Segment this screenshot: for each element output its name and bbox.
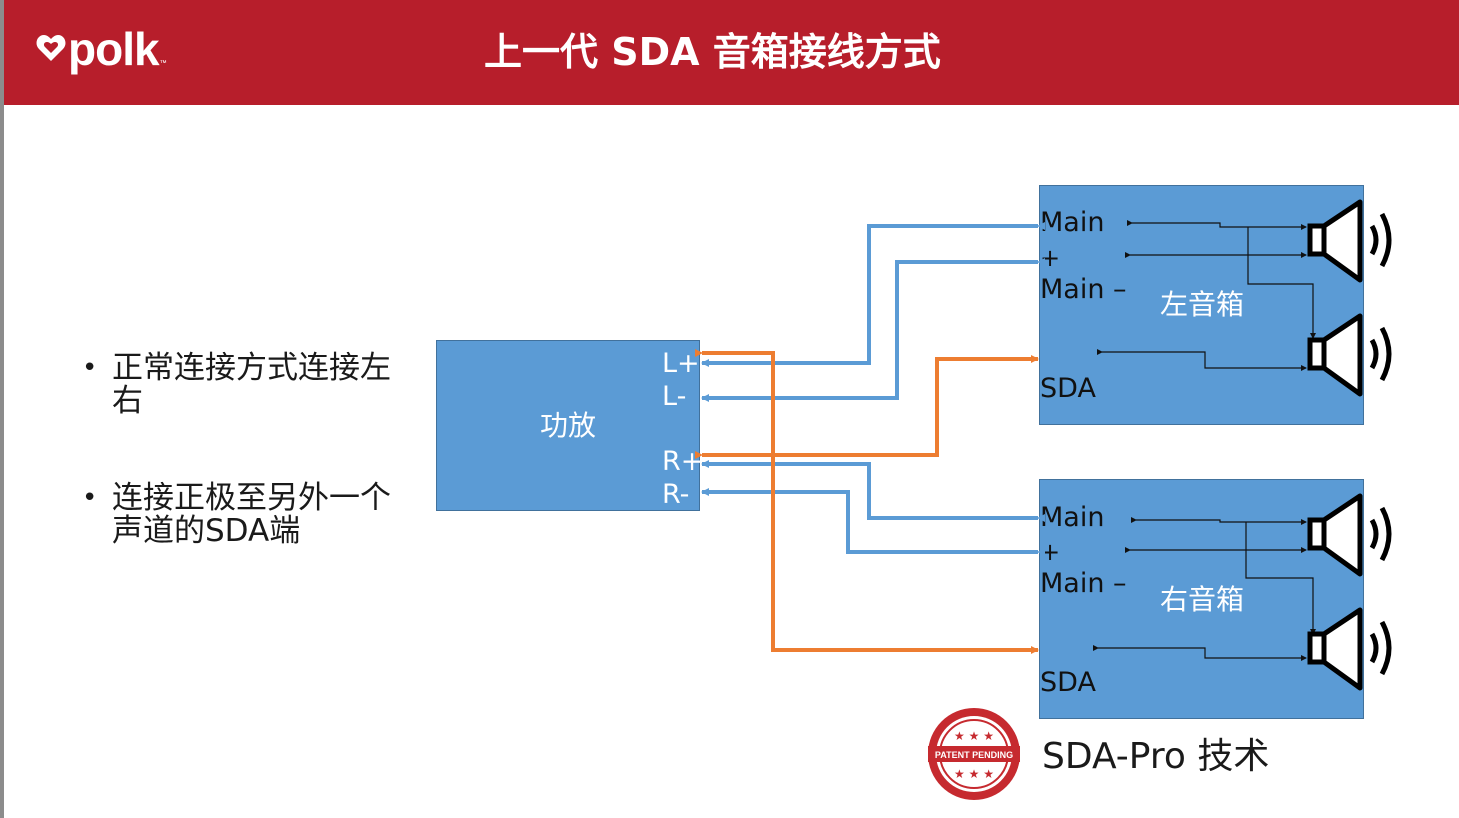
right-main-minus-label: Main – bbox=[1040, 568, 1127, 599]
right-plus-sign: + bbox=[1040, 538, 1061, 566]
left-main-minus-label: Main – bbox=[1040, 274, 1127, 305]
badge-text: PATENT PENDING bbox=[935, 750, 1013, 760]
sda-pro-label: SDA-Pro 技术 bbox=[1042, 736, 1270, 777]
amplifier-label: 功放 bbox=[540, 409, 597, 442]
bullet-list: • 正常连接方式连接左右 • 连接正极至另外一个声道的SDA端 bbox=[82, 352, 412, 612]
speaker-icon bbox=[1307, 493, 1392, 577]
right-main-plus-label: Main bbox=[1040, 502, 1105, 533]
right-internal-wiring bbox=[1093, 517, 1316, 661]
bullet-dot: • bbox=[82, 483, 98, 513]
bullet-item: • 正常连接方式连接左右 bbox=[82, 352, 412, 418]
svg-text:★ ★ ★: ★ ★ ★ bbox=[954, 767, 994, 781]
terminal-l-minus: L- bbox=[662, 381, 687, 412]
bullet-dot: • bbox=[82, 353, 98, 383]
svg-text:★ ★ ★: ★ ★ ★ bbox=[954, 729, 994, 743]
bullet-text: 连接正极至另外一个声道的SDA端 bbox=[112, 480, 391, 549]
page-title: 上一代 SDA 音箱接线方式 bbox=[484, 30, 941, 74]
wire-r-plus-left-sda bbox=[695, 355, 1039, 459]
speaker-icon bbox=[1307, 313, 1392, 397]
right-sda-label: SDA bbox=[1040, 667, 1096, 698]
left-internal-wiring bbox=[1097, 220, 1316, 371]
speaker-icon bbox=[1307, 199, 1392, 283]
polk-logo: polk ™ bbox=[36, 24, 167, 84]
left-sda-label: SDA bbox=[1040, 373, 1096, 404]
left-plus-sign: + bbox=[1040, 244, 1061, 272]
bullet-item: • 连接正极至另外一个声道的SDA端 bbox=[82, 482, 412, 548]
heart-icon bbox=[36, 35, 66, 61]
bullet-text: 正常连接方式连接左右 bbox=[112, 350, 391, 419]
speaker-icon bbox=[1307, 607, 1392, 691]
terminal-l-plus: L+ bbox=[662, 348, 700, 379]
logo-text: polk bbox=[68, 23, 160, 75]
wire-l-plus-right-sda bbox=[695, 349, 1039, 654]
right-speaker-label: 右音箱 bbox=[1160, 583, 1245, 616]
patent-pending-badge-icon: ★ ★ ★ PATENT PENDING ★ ★ ★ bbox=[928, 708, 1020, 800]
amplifier-box bbox=[436, 340, 700, 511]
trademark-mark: ™ bbox=[159, 60, 167, 67]
left-main-plus-label: Main bbox=[1040, 207, 1105, 238]
slide-left-edge bbox=[0, 0, 4, 818]
header-bar bbox=[4, 0, 1459, 105]
terminal-r-minus: R- bbox=[662, 479, 690, 510]
wire-l-plus-left-main-plus bbox=[701, 222, 1045, 367]
left-speaker-label: 左音箱 bbox=[1160, 288, 1245, 321]
